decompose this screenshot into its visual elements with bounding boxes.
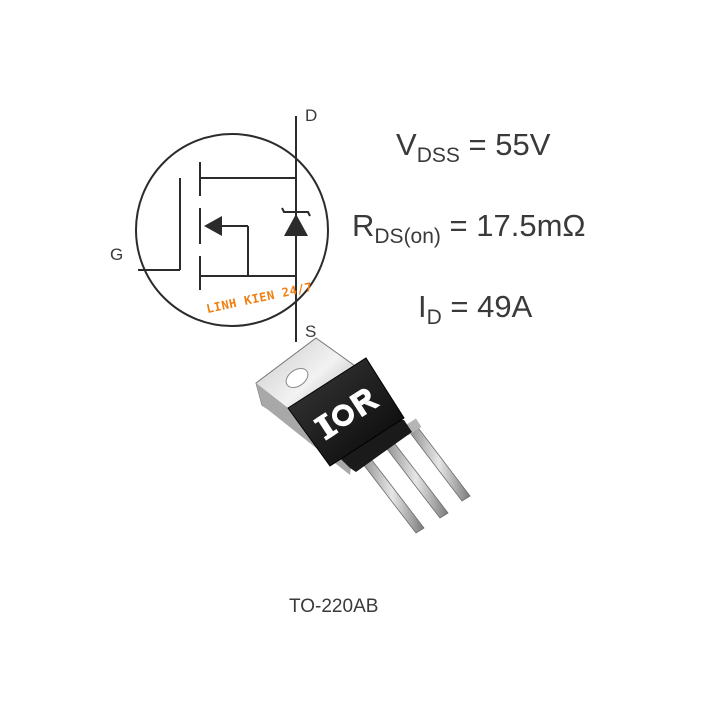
pin-source-label: S [305,322,317,341]
spec-rds-value: = 17.5mΩ [449,208,586,243]
spec-vdss-subscript: DSS [416,144,460,167]
spec-id-symbol: I [418,289,427,324]
package-name: TO-220AB [289,596,379,617]
spec-vdss-symbol: V [396,127,417,162]
lead-2 [383,439,449,519]
zener-cathode [281,207,311,217]
spec-id-subscript: D [426,306,442,329]
mounting-hole [285,367,309,389]
body-arrow-icon [204,216,222,236]
pin-gate-label: G [110,245,124,264]
lead-1 [359,454,425,534]
symbol-circle [135,133,329,327]
lead-3 [407,424,471,502]
zener-diode-icon [284,214,308,236]
spec-rds-subscript: DS(on) [374,225,441,248]
spec-rds-symbol: R [352,208,375,243]
spec-rds: RDS(on) = 17.5mΩ [352,208,586,249]
spec-vdss: VDSS = 55V [396,127,550,168]
spec-id-value: = 49A [450,289,533,324]
spec-id: ID = 49A [418,289,532,330]
ior-logo-icon [312,388,381,441]
spec-vdss-value: = 55V [468,127,551,162]
pin-drain-label: D [305,106,318,125]
